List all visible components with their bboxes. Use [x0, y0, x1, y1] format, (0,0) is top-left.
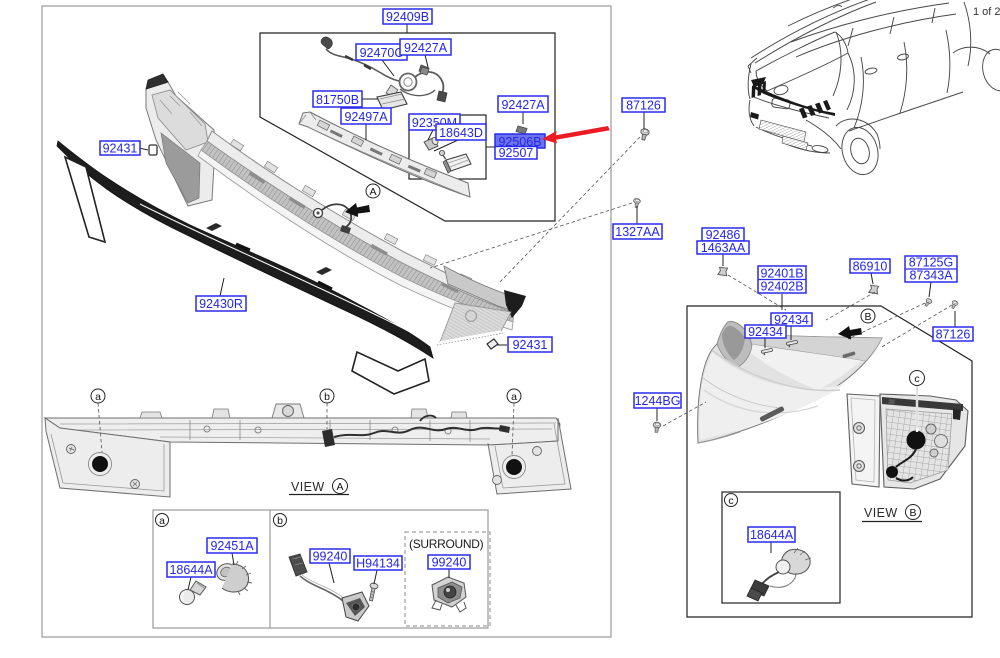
svg-text:a: a — [511, 391, 517, 403]
svg-text:87126: 87126 — [936, 328, 971, 342]
svg-text:92427A: 92427A — [404, 41, 448, 55]
svg-text:b: b — [277, 515, 283, 527]
svg-text:A: A — [369, 186, 376, 198]
svg-text:86910: 86910 — [853, 260, 888, 274]
svg-text:87125G: 87125G — [909, 256, 953, 270]
svg-text:a: a — [159, 515, 165, 527]
svg-text:VIEW: VIEW — [864, 506, 898, 520]
svg-text:92431: 92431 — [103, 142, 138, 156]
svg-text:a: a — [95, 391, 101, 403]
svg-text:92506B: 92506B — [498, 135, 541, 149]
svg-text:92497A: 92497A — [344, 110, 388, 124]
svg-text:1327AA: 1327AA — [615, 225, 660, 239]
svg-text:B: B — [909, 507, 916, 519]
svg-text:92401B: 92401B — [760, 267, 803, 281]
svg-text:92409B: 92409B — [386, 10, 429, 24]
svg-text:92402B: 92402B — [760, 280, 803, 294]
svg-text:92431: 92431 — [513, 338, 548, 352]
svg-text:1244BG: 1244BG — [635, 394, 681, 408]
svg-text:99240: 99240 — [432, 556, 467, 570]
svg-text:92434: 92434 — [748, 325, 783, 339]
svg-text:87126: 87126 — [626, 99, 661, 113]
svg-text:c: c — [914, 373, 919, 385]
svg-text:92507: 92507 — [499, 146, 534, 160]
svg-text:H94134: H94134 — [356, 557, 400, 571]
svg-text:92434: 92434 — [774, 313, 809, 327]
svg-text:87343A: 87343A — [909, 269, 953, 283]
svg-text:A: A — [336, 481, 343, 493]
svg-text:1463AA: 1463AA — [701, 241, 746, 255]
svg-text:1 of 2: 1 of 2 — [973, 6, 1000, 18]
svg-text:18643D: 18643D — [439, 126, 483, 140]
svg-text:b: b — [324, 391, 330, 403]
svg-text:18644A: 18644A — [169, 563, 213, 577]
svg-text:92427A: 92427A — [501, 98, 545, 112]
svg-text:92430R: 92430R — [199, 297, 243, 311]
svg-text:92451A: 92451A — [210, 539, 254, 553]
svg-text:18644A: 18644A — [750, 528, 794, 542]
svg-text:B: B — [864, 311, 871, 323]
svg-text:VIEW: VIEW — [291, 480, 325, 494]
svg-text:92486: 92486 — [706, 228, 741, 242]
svg-text:81750B: 81750B — [316, 93, 359, 107]
svg-text:99240: 99240 — [313, 550, 348, 564]
svg-text:(SURROUND): (SURROUND) — [409, 537, 484, 551]
svg-text:92470C: 92470C — [360, 46, 404, 60]
svg-text:c: c — [728, 495, 733, 507]
